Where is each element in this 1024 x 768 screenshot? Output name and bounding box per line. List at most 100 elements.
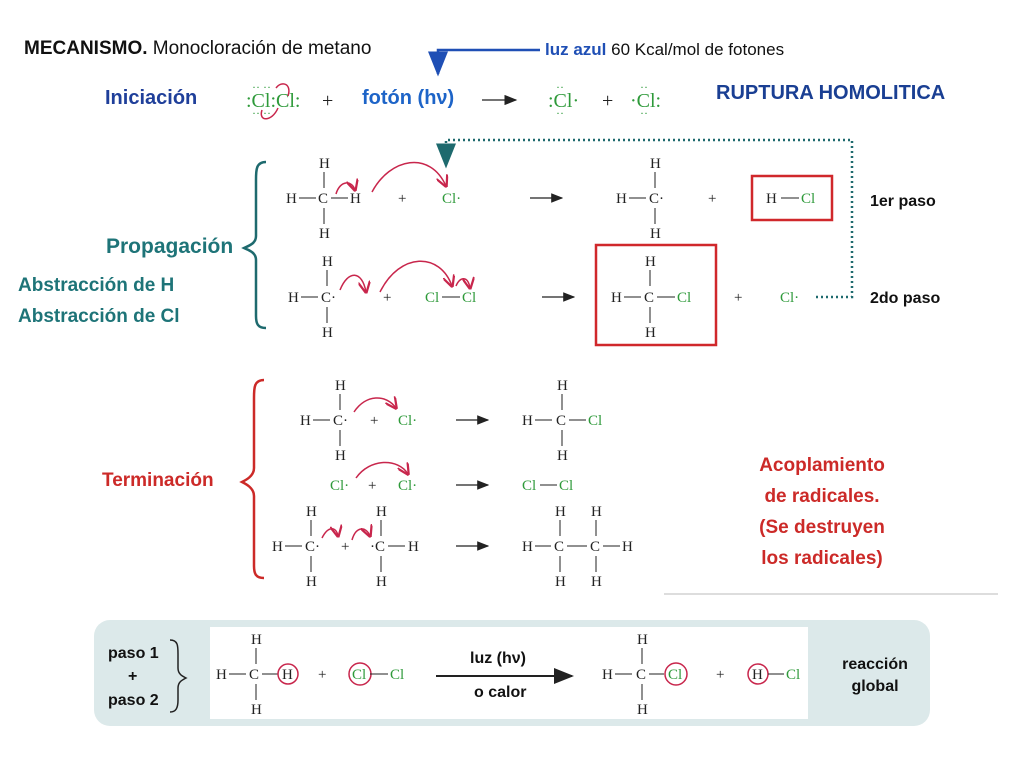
svg-text:H: H xyxy=(251,702,262,718)
svg-text:H: H xyxy=(522,539,533,555)
blue-light-arrow xyxy=(428,48,540,77)
svg-text:H: H xyxy=(282,667,293,683)
termination-label: Terminación xyxy=(102,470,214,491)
svg-text:··: ·· xyxy=(556,80,564,94)
svg-text:Cl·: Cl· xyxy=(442,191,461,207)
svg-text:H: H xyxy=(335,448,346,464)
svg-text:C: C xyxy=(644,290,654,306)
step2-label: 2do paso xyxy=(870,290,941,307)
svg-text:H: H xyxy=(306,574,317,590)
light-source-label: luz azul 60 Kcal/mol de fotones xyxy=(545,40,785,59)
svg-text:Cl: Cl xyxy=(390,667,404,683)
svg-text:C·: C· xyxy=(333,413,348,429)
svg-text:Cl: Cl xyxy=(786,667,800,683)
svg-text:Cl·: Cl· xyxy=(780,290,799,306)
global-equation: H H C H H + Cl Cl H H C Cl H + xyxy=(216,632,800,718)
global-reaction-label-1: reacción xyxy=(842,656,908,673)
svg-text:··: ·· xyxy=(640,80,648,94)
svg-text:Cl: Cl xyxy=(668,667,682,683)
svg-text:Cl: Cl xyxy=(801,191,815,207)
svg-text:C: C xyxy=(556,413,566,429)
svg-text:C: C xyxy=(554,539,564,555)
termination-reaction-3: H H C· H + H ·C H H H H H C C xyxy=(272,504,633,590)
svg-text:+: + xyxy=(602,90,613,112)
svg-text::Cl:Cl:: :Cl:Cl: xyxy=(246,90,300,112)
svg-text:+: + xyxy=(341,539,349,555)
global-equation-box xyxy=(210,627,808,719)
svg-text:H: H xyxy=(611,290,622,306)
svg-text:H: H xyxy=(557,378,568,394)
svg-text:H: H xyxy=(766,191,777,207)
svg-text:H: H xyxy=(622,539,633,555)
radical-recycle-arrow xyxy=(436,138,854,299)
svg-text:··: ·· xyxy=(556,106,564,120)
svg-text:H: H xyxy=(350,191,361,207)
svg-text:H: H xyxy=(319,156,330,172)
photon-label: fotón (hν) xyxy=(362,87,455,109)
initiation-equation: :Cl:Cl: ·· ·· ·· ·· + :Cl· ·· ·· + ·Cl: … xyxy=(246,80,661,120)
propagation-label: Propagación xyxy=(106,235,234,258)
svg-text:H: H xyxy=(602,667,613,683)
svg-text:H: H xyxy=(591,574,602,590)
svg-text:C: C xyxy=(249,667,259,683)
svg-text:H: H xyxy=(557,448,568,464)
propagation-bracket xyxy=(241,160,267,330)
propagation-step2: H H C· H + Cl Cl H H C Cl H + C xyxy=(288,243,799,347)
propagation-step1: H H C H H + Cl· H H C· H + H Cl xyxy=(286,156,834,242)
svg-text:H: H xyxy=(645,325,656,341)
svg-text:H: H xyxy=(408,539,419,555)
arrow-condition-bottom: o calor xyxy=(474,684,527,701)
svg-text:H: H xyxy=(650,156,661,172)
radical-coupling-note: Acoplamiento de radicales. (Se destruyen… xyxy=(759,455,885,569)
initiation-label: Iniciación xyxy=(105,87,198,109)
summary-step2: paso 2 xyxy=(108,692,159,709)
svg-text:Cl·: Cl· xyxy=(398,413,417,429)
svg-text:H: H xyxy=(319,226,330,242)
homolytic-cleavage-note: RUPTURA HOMOLITICA xyxy=(716,82,946,104)
svg-text:C·: C· xyxy=(321,290,336,306)
svg-text:H: H xyxy=(616,191,627,207)
svg-text:H: H xyxy=(637,632,648,648)
svg-text:+: + xyxy=(398,191,406,207)
svg-text:Cl: Cl xyxy=(588,413,602,429)
svg-text:H: H xyxy=(650,226,661,242)
svg-text:H: H xyxy=(645,254,656,270)
svg-text:Cl·: Cl· xyxy=(398,478,417,494)
svg-text:H: H xyxy=(752,667,763,683)
svg-text:C: C xyxy=(590,539,600,555)
svg-text:H: H xyxy=(286,191,297,207)
svg-text:·· ··: ·· ·· xyxy=(252,80,271,94)
svg-text:H: H xyxy=(555,574,566,590)
svg-text:H: H xyxy=(216,667,227,683)
svg-text:H: H xyxy=(522,413,533,429)
svg-text:H: H xyxy=(376,574,387,590)
svg-text:C·: C· xyxy=(649,191,664,207)
svg-text:+: + xyxy=(322,90,333,112)
svg-text:Cl: Cl xyxy=(677,290,691,306)
summary-step1: paso 1 xyxy=(108,645,159,662)
svg-text:+: + xyxy=(734,290,742,306)
svg-text:Cl·: Cl· xyxy=(330,478,349,494)
svg-text:+: + xyxy=(370,413,378,429)
termination-reaction-1: H H C· H + Cl· H H C Cl H xyxy=(300,378,602,464)
svg-text:Cl: Cl xyxy=(462,290,476,306)
svg-text:C: C xyxy=(318,191,328,207)
svg-text:C: C xyxy=(636,667,646,683)
svg-text:+: + xyxy=(318,667,326,683)
svg-text:H: H xyxy=(322,325,333,341)
h-abstraction-label: Abstracción de H xyxy=(18,275,175,296)
svg-text:Cl: Cl xyxy=(425,290,439,306)
summary-brace xyxy=(169,639,188,713)
svg-text:H: H xyxy=(335,378,346,394)
arrow-condition-top: luz (hν) xyxy=(470,650,526,667)
svg-text:Cl: Cl xyxy=(352,667,366,683)
svg-text:·Cl:: ·Cl: xyxy=(630,90,661,112)
step1-label: 1er paso xyxy=(870,193,936,210)
svg-text:H: H xyxy=(300,413,311,429)
svg-text:·C: ·C xyxy=(370,539,385,555)
svg-text::Cl·: :Cl· xyxy=(548,90,579,112)
svg-text:H: H xyxy=(288,290,299,306)
svg-text:Cl: Cl xyxy=(559,478,573,494)
